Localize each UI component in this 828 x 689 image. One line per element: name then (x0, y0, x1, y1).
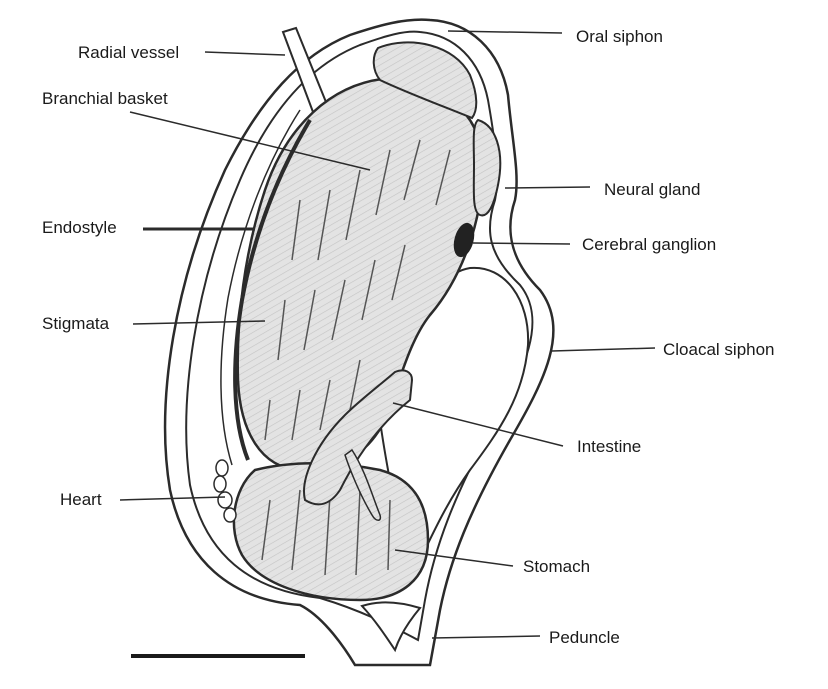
peduncle-shape (360, 601, 422, 653)
oral-siphon-cap (372, 41, 478, 120)
label-branchial-basket: Branchial basket (42, 89, 168, 108)
label-intestine: Intestine (577, 437, 642, 456)
label-cloacal-siphon: Cloacal siphon (663, 340, 775, 359)
label-heart: Heart (60, 490, 102, 509)
stigmata-marks (264, 139, 451, 441)
label-neural-gland: Neural gland (604, 180, 701, 199)
neural-gland-shape (472, 118, 502, 217)
cerebral-ganglion-shape (453, 222, 475, 258)
heart-shape (213, 459, 237, 523)
endostyle-shape (233, 118, 312, 461)
label-cerebral-ganglion: Cerebral ganglion (582, 235, 717, 254)
label-radial-vessel: Radial vessel (78, 43, 180, 62)
label-stomach: Stomach (523, 557, 591, 576)
label-endostyle: Endostyle (42, 218, 117, 237)
leader-lines (119, 30, 656, 639)
label-peduncle: Peduncle (549, 628, 620, 647)
label-oral-siphon: Oral siphon (576, 27, 663, 46)
label-stigmata: Stigmata (42, 314, 110, 333)
intestine-shape (303, 369, 414, 506)
stomach-marks (261, 489, 391, 576)
